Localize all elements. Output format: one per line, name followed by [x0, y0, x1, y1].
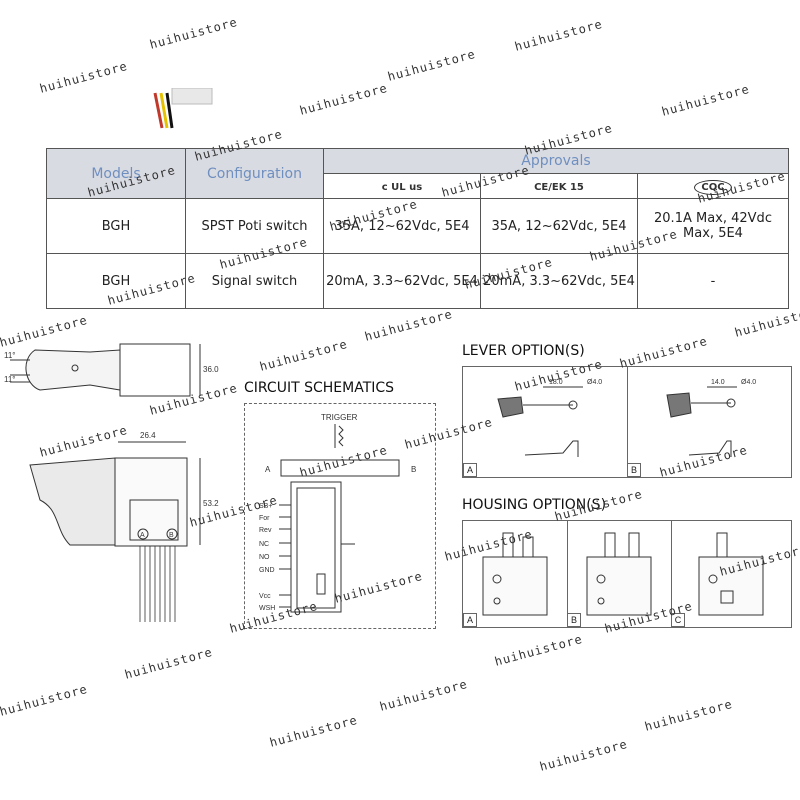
ce-mark-icon: CE/EK 15 [480, 173, 638, 199]
terminal-mark: A [140, 532, 145, 539]
cell-approval-ce: 20mA, 3.3~62Vdc, 5E4 [480, 253, 638, 309]
angle-label: 11° [4, 351, 16, 360]
housing-title: HOUSING OPTION(S) [462, 497, 607, 513]
dimension-label: 36.0 [203, 365, 219, 374]
terminal-label: A [265, 465, 271, 474]
lever-a-drawing: 18.0 Ø4.0 [497, 379, 602, 457]
header-models: Models [46, 148, 186, 199]
table-row: BGH Signal switch 20mA, 3.3~62Vdc, 5E4 2… [46, 253, 789, 309]
watermark-text: huihuistore [493, 631, 585, 669]
pin-label: GND [259, 567, 275, 574]
option-label: A [463, 463, 477, 477]
dimension-label: 18.0 [549, 379, 563, 386]
watermark-text: huihuistore [38, 58, 130, 96]
cell-approval-cqc: - [637, 253, 789, 309]
cable-image [153, 88, 213, 129]
lever-options-panel: 18.0 Ø4.0 A 14.0 Ø4.0 B [462, 366, 792, 478]
watermark-text: huihuistore [386, 46, 478, 84]
dimension-label: 53.2 [203, 499, 219, 508]
pin-label: SB+ [259, 503, 272, 510]
cqc-mark-icon: CQC [637, 173, 789, 199]
watermark-text: huihuistore [123, 644, 215, 682]
trigger-label: TRIGGER [321, 413, 358, 422]
cell-approval-cqc: 20.1A Max, 42Vdc Max, 5E4 [637, 198, 789, 254]
housing-b-drawing [586, 532, 652, 616]
cell-model: BGH [46, 253, 186, 309]
cell-model: BGH [46, 198, 186, 254]
pin-label: WSH [259, 605, 275, 612]
watermark-text: huihuistore [268, 712, 360, 750]
option-label: B [567, 613, 581, 627]
circuit-box: TRIGGER A B SB+ For Rev NC NO GND Vcc WS… [244, 403, 436, 629]
circuit-diagram: TRIGGER A B SB+ For Rev NC NO GND Vcc WS… [259, 413, 416, 613]
pin-label: Rev [259, 527, 272, 534]
watermark-text: huihuistore [258, 336, 350, 374]
dimension-label: Ø4.0 [587, 379, 602, 386]
housing-c-drawing [698, 532, 764, 616]
housing-option-b: B [567, 521, 672, 627]
ul-mark-icon: c UL us [323, 173, 481, 199]
watermark-text: huihuistore [148, 14, 240, 52]
terminal-label: B [411, 465, 416, 474]
watermark-text: huihuistore [538, 736, 630, 774]
angle-label: 11° [4, 375, 16, 384]
watermark-text: huihuistore [513, 16, 605, 54]
cell-config: SPST Poti switch [185, 198, 324, 254]
watermark-text: huihuistore [0, 681, 90, 719]
dimension-label: 26.4 [140, 431, 156, 440]
dimension-label: Ø4.0 [741, 379, 756, 386]
option-label: C [671, 613, 685, 627]
pin-label: NO [259, 554, 270, 561]
cell-approval-ul: 20mA, 3.3~62Vdc, 5E4 [323, 253, 481, 309]
cell-approval-ul: 35A, 12~62Vdc, 5E4 [323, 198, 481, 254]
cell-config: Signal switch [185, 253, 324, 309]
option-label: B [627, 463, 641, 477]
cell-approval-ce: 35A, 12~62Vdc, 5E4 [480, 198, 638, 254]
watermark-text: huihuistore [363, 306, 455, 344]
terminal-mark: B [169, 532, 174, 539]
lever-option-a: 18.0 Ø4.0 A [463, 367, 628, 477]
watermark-text: huihuistore [298, 80, 390, 118]
pin-label: NC [259, 541, 269, 548]
header-configuration: Configuration [185, 148, 324, 199]
watermark-text: huihuistore [378, 676, 470, 714]
pin-label: Vcc [259, 593, 271, 600]
dimension-label: 14.0 [711, 379, 725, 386]
watermark-text: huihuistore [643, 696, 735, 734]
table-row: BGH SPST Poti switch 35A, 12~62Vdc, 5E4 … [46, 198, 789, 254]
watermark-text: huihuistore [660, 81, 752, 119]
switch-dimension-drawing: 11° 11° 36.0 26.4 53.2 A B [4, 343, 219, 622]
housing-options-panel: A B C [462, 520, 792, 628]
lever-title: LEVER OPTION(S) [462, 343, 585, 359]
housing-a-drawing [482, 532, 548, 616]
circuit-title: CIRCUIT SCHEMATICS [244, 380, 395, 396]
option-label: A [463, 613, 477, 627]
lever-b-drawing: 14.0 Ø4.0 [666, 379, 756, 457]
housing-option-c: C [671, 521, 791, 627]
lever-option-b: 14.0 Ø4.0 B [627, 367, 791, 477]
housing-option-a: A [463, 521, 568, 627]
header-approvals: Approvals [323, 148, 789, 174]
pin-label: For [259, 515, 270, 522]
spec-table: Models Configuration Approvals c UL us C… [46, 148, 789, 309]
